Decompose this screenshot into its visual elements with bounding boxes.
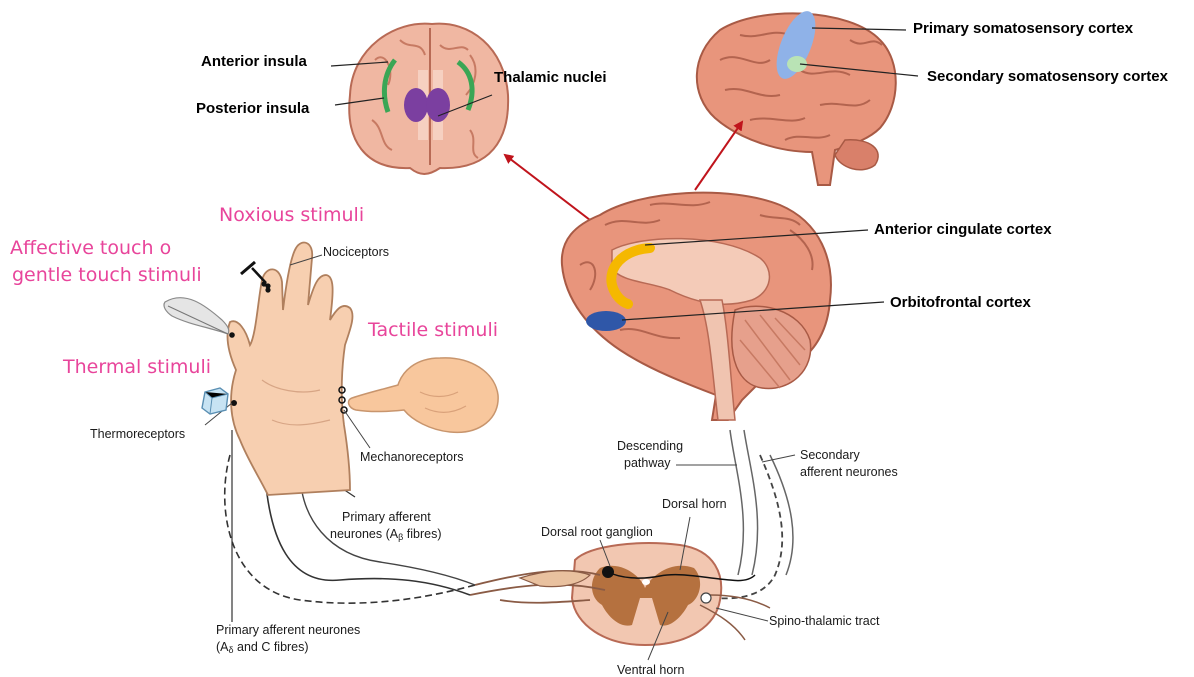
- label-descending-line2: pathway: [624, 456, 671, 470]
- label-noxious-stimuli: Noxious stimuli: [219, 205, 364, 227]
- label-anterior-cingulate: Anterior cingulate cortex: [874, 221, 1052, 238]
- label-orbitofrontal: Orbitofrontal cortex: [890, 294, 1031, 311]
- label-dorsal-horn: Dorsal horn: [662, 497, 727, 511]
- label-secondary-somatosensory: Secondary somatosensory cortex: [927, 68, 1168, 85]
- label-thermoreceptors: Thermoreceptors: [90, 427, 185, 441]
- label-thermal-stimuli: Thermal stimuli: [63, 357, 211, 379]
- label-spinothalamic-tract: Spino-thalamic tract: [769, 614, 879, 628]
- axial-brain-section: [331, 24, 508, 174]
- label-descending-line1: Descending: [617, 439, 683, 453]
- label-thalamic-nuclei: Thalamic nuclei: [494, 69, 607, 86]
- label-affective-touch-line2: gentle touch stimuli: [12, 265, 202, 287]
- label-tactile-stimuli: Tactile stimuli: [368, 320, 498, 342]
- pointing-hand-icon: [349, 358, 499, 433]
- feather-icon: [164, 298, 229, 334]
- label-nociceptors: Nociceptors: [323, 245, 389, 259]
- sagittal-brain: [562, 193, 884, 420]
- label-ventral-horn: Ventral horn: [617, 663, 684, 677]
- label-mechanoreceptors: Mechanoreceptors: [360, 450, 464, 464]
- label-posterior-insula: Posterior insula: [196, 100, 309, 117]
- label-secondary-afferent-line2: afferent neurones: [800, 465, 898, 479]
- arrow-to-lateral-brain: [695, 122, 742, 190]
- thalamus-right-marker: [426, 88, 450, 122]
- pin-icon: [241, 262, 266, 283]
- label-secondary-afferent-line1: Secondary: [800, 448, 860, 462]
- label-primary-adc-line2: (Aδ and C fibres): [216, 640, 309, 655]
- ice-cube-icon: [202, 388, 228, 414]
- label-primary-adc-line1: Primary afferent neurones: [216, 623, 360, 637]
- thalamus-left-marker: [404, 88, 428, 122]
- label-affective-touch-line1: Affective touch o: [10, 238, 171, 260]
- label-primary-somatosensory: Primary somatosensory cortex: [913, 20, 1133, 37]
- label-primary-ab-line1: Primary afferent: [342, 510, 431, 524]
- label-dorsal-root-ganglion: Dorsal root ganglion: [541, 525, 653, 539]
- label-primary-ab-line2: neurones (Aβ fibres): [330, 527, 442, 542]
- lateral-brain: [697, 6, 918, 185]
- label-anterior-insula: Anterior insula: [201, 53, 307, 70]
- orbitofrontal-marker: [586, 311, 626, 331]
